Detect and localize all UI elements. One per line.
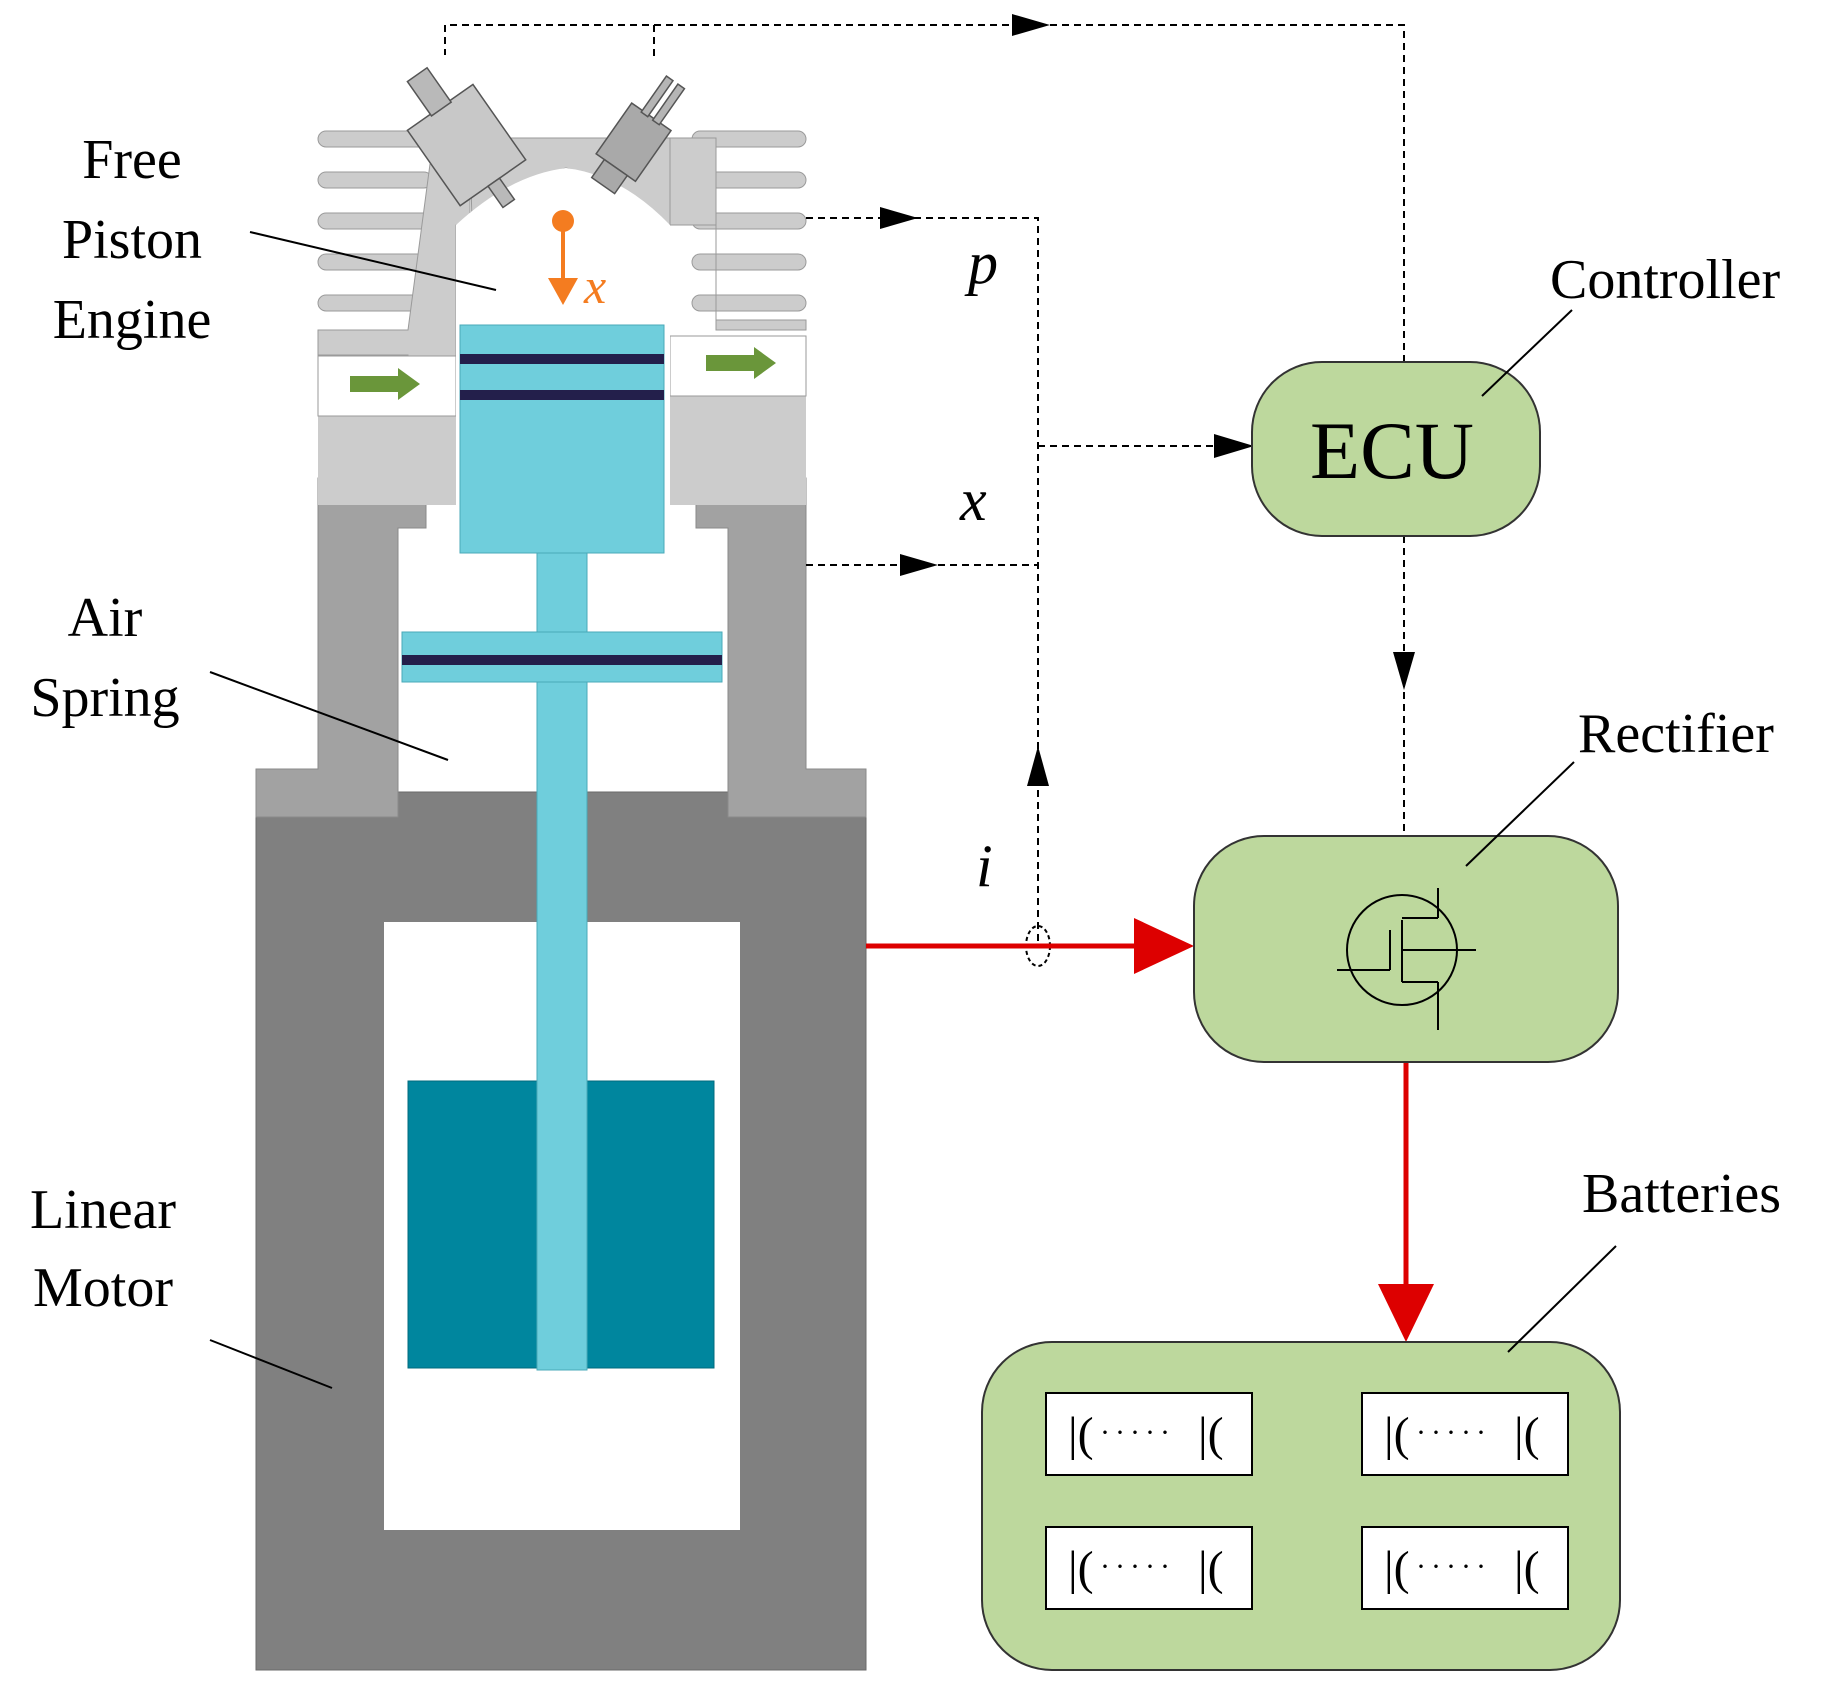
current-arrow [1027,746,1049,786]
combustion-chamber-top [456,168,670,225]
batteries-leader-line [1507,1245,1617,1353]
position-arrow-head [548,278,578,305]
controller-leader-line [1481,309,1573,397]
piston-rod-upper [536,552,588,634]
battery-cell: |( ····· |( [1361,1392,1569,1476]
piston-position-indicator: x [548,210,606,314]
svg-text:Spring: Spring [30,667,179,729]
piston-ring-2 [460,390,664,400]
svg-text:|(: |( [1068,1408,1094,1461]
transistor-symbol-icon [1337,888,1476,1030]
position-signal-label: x [959,467,987,533]
cooling-fin [317,212,433,230]
batteries-box [981,1341,1621,1671]
svg-text:|(: |( [1198,1542,1224,1595]
ecu-box [1251,361,1541,537]
rectifier-leader-line [1465,761,1575,867]
rectifier-control-arrow [1393,652,1415,690]
svg-text:Free: Free [82,129,182,191]
piston-position-label: x [583,258,606,314]
pressure-signal-label: p [964,230,998,296]
svg-text:Air: Air [68,587,143,649]
pressure-arrow [880,207,918,229]
air-spring-piston-ring [402,655,722,665]
rectifier-to-batteries-arrow [1378,1284,1434,1342]
ecu-input-arrow [1214,434,1254,458]
rectifier-block [1193,835,1619,1063]
svg-text:|(: |( [1068,1542,1094,1595]
svg-text:·····: ····· [1100,1416,1175,1449]
cylinder-block-right [670,395,806,505]
svg-text:Engine: Engine [53,289,212,351]
svg-text:|(: |( [1384,1408,1410,1461]
motor-to-rectifier-arrow [1134,918,1194,974]
piston-ring-1 [460,354,664,364]
cylinder-block-left-liner [426,470,456,505]
svg-text:Linear: Linear [30,1179,176,1241]
svg-text:|(: |( [1198,1408,1224,1461]
controller-label: Controller [1550,249,1781,311]
current-signal-label: i [976,833,993,899]
air-spring-wall-left [255,477,427,818]
svg-text:·····: ····· [1100,1550,1175,1583]
exhaust-flow-arrow [706,347,776,379]
linear-motor-leader-line [209,1339,333,1389]
ecu-to-injector-line [444,24,1405,362]
power-lines [866,918,1434,1342]
svg-text:·····: ····· [1416,1550,1491,1583]
ecu-feedback-arrow [1012,14,1050,36]
svg-text:Piston: Piston [62,209,202,271]
spark-plug [590,75,686,195]
svg-text:·····: ····· [1416,1416,1491,1449]
svg-text:|(: |( [1384,1542,1410,1595]
fuel-injector [406,66,527,209]
cooling-fin [691,294,807,312]
cooling-fin [317,171,433,189]
air-spring-leader-line [209,671,449,761]
label-linear-motor: Linear Motor [30,1179,333,1389]
ecu-block: ECU [1251,361,1541,537]
label-free-piston-engine: Free Piston Engine [53,129,497,351]
svg-text:|(: |( [1514,1542,1540,1595]
battery-cell: |( ····· |( [1361,1526,1569,1610]
engine-leader-line [249,231,497,291]
batteries-label: Batteries [1582,1163,1781,1225]
ecu-label: ECU [1310,405,1474,496]
rectifier-label: Rectifier [1578,703,1774,765]
position-arrow [900,554,938,576]
piston-rod [536,681,588,1371]
label-air-spring: Air Spring [30,587,449,761]
cylinder-head-right [669,137,807,331]
svg-text:Motor: Motor [33,1257,173,1319]
battery-cell: |( ····· |( [1045,1392,1253,1476]
battery-cell: |( ····· |( [1045,1526,1253,1610]
cooling-fin [691,253,807,271]
air-spring-wall-right [695,477,867,818]
svg-text:|(: |( [1514,1408,1540,1461]
batteries-block: |( ····· |( |( ····· |( |( ····· |( |( ·… [981,1341,1621,1671]
intake-flow-arrow [350,368,420,400]
